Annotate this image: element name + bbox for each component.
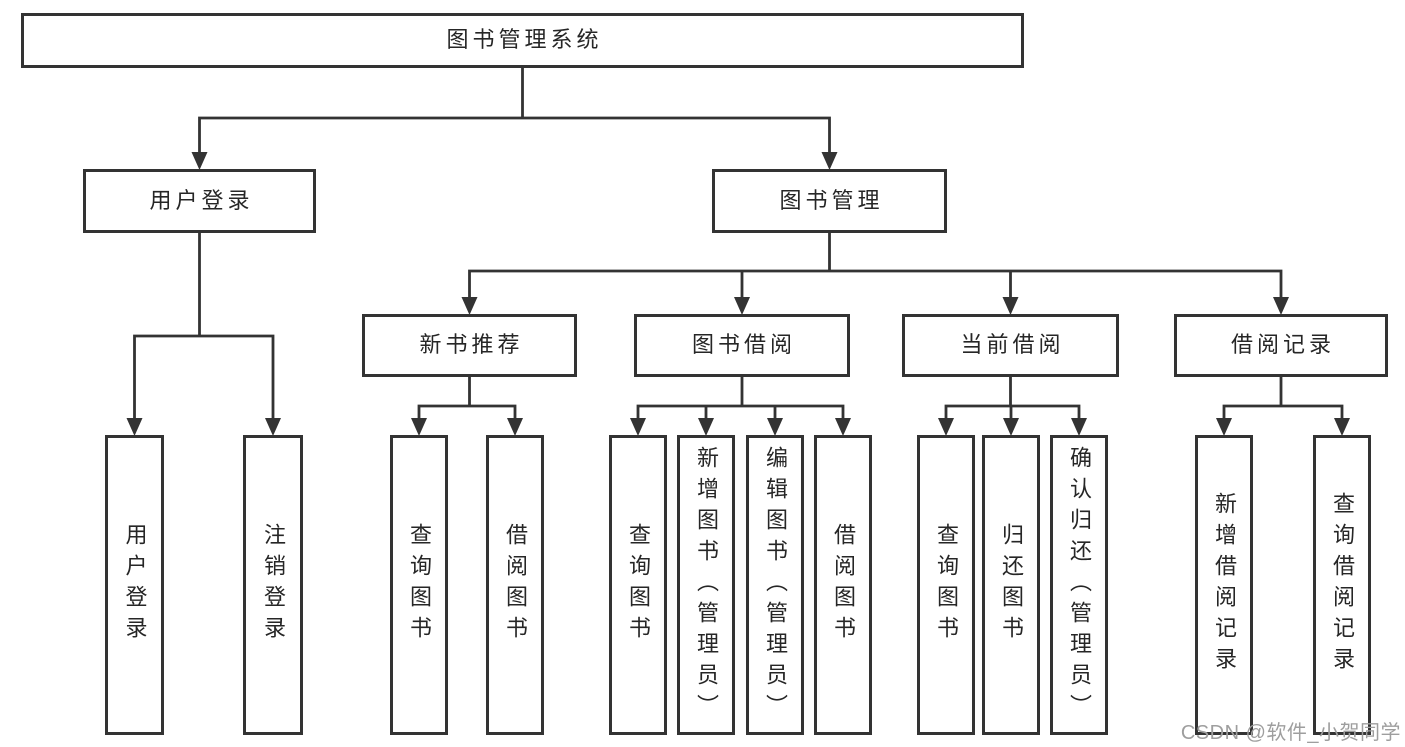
node-edit-book-admin-label: 编辑图书（管理员）: [763, 445, 788, 725]
node-new-book-recommendation-label: 新书推荐: [419, 332, 524, 358]
node-current-borrowing-label: 当前借阅: [960, 332, 1065, 358]
node-query-books-borrowing-label: 查询图书: [626, 523, 651, 647]
node-logout-leaf-label: 注销登录: [261, 523, 286, 647]
node-library-management-system-label: 图书管理系统: [446, 27, 603, 53]
node-user-login-leaf: 用户登录: [105, 435, 164, 735]
node-add-borrow-record-label: 新增借阅记录: [1212, 492, 1237, 678]
node-borrowing-records: 借阅记录: [1174, 314, 1388, 377]
node-query-books-current: 查询图书: [917, 435, 975, 735]
node-confirm-return-admin-label: 确认归还（管理员）: [1067, 445, 1092, 725]
node-book-management-branch: 图书管理: [712, 169, 947, 233]
watermark: CSDN @软件_小贺同学: [1180, 722, 1401, 744]
node-book-management-branch-label: 图书管理: [779, 187, 884, 213]
node-borrow-books-borrowing-label: 借阅图书: [831, 523, 856, 647]
node-user-login-leaf-label: 用户登录: [122, 523, 148, 647]
node-borrow-books-recommend: 借阅图书: [486, 435, 544, 735]
node-current-borrowing: 当前借阅: [902, 314, 1119, 377]
node-confirm-return-admin: 确认归还（管理员）: [1050, 435, 1108, 735]
node-user-login-branch-label: 用户登录: [149, 187, 254, 213]
node-query-borrow-record: 查询借阅记录: [1313, 435, 1371, 735]
node-add-book-admin: 新增图书（管理员）: [677, 435, 735, 735]
tree-branch-lines: [133, 66, 1344, 425]
node-user-login-branch: 用户登录: [83, 169, 316, 233]
node-book-borrowing-label: 图书借阅: [691, 332, 796, 358]
node-query-borrow-record-label: 查询借阅记录: [1330, 492, 1355, 678]
node-add-borrow-record: 新增借阅记录: [1195, 435, 1253, 735]
node-logout-leaf: 注销登录: [243, 435, 303, 735]
node-query-books-borrowing: 查询图书: [609, 435, 667, 735]
node-new-book-recommendation: 新书推荐: [362, 314, 577, 377]
node-return-book-label: 归还图书: [999, 523, 1024, 647]
node-edit-book-admin: 编辑图书（管理员）: [746, 435, 804, 735]
node-query-books-recommend: 查询图书: [390, 435, 448, 735]
node-return-book: 归还图书: [982, 435, 1040, 735]
node-book-borrowing: 图书借阅: [634, 314, 850, 377]
node-library-management-system: 图书管理系统: [21, 13, 1024, 68]
node-borrow-books-borrowing: 借阅图书: [814, 435, 872, 735]
node-borrow-books-recommend-label: 借阅图书: [503, 523, 528, 647]
node-query-books-current-label: 查询图书: [934, 523, 959, 647]
node-query-books-recommend-label: 查询图书: [407, 523, 432, 647]
node-add-book-admin-label: 新增图书（管理员）: [694, 445, 719, 725]
node-borrowing-records-label: 借阅记录: [1230, 332, 1335, 358]
